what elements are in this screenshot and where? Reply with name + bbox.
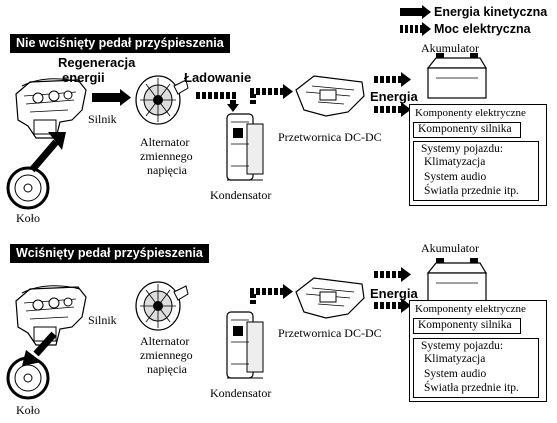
engine-to-alternator-arrow	[92, 89, 131, 106]
alternator-image-bottom	[135, 281, 189, 331]
vehicle-systems-label: Systemy pojazdu:	[421, 143, 504, 155]
engine-image	[15, 78, 87, 139]
converter-image-bottom	[295, 277, 365, 319]
battery-label: Akumulator	[421, 41, 479, 55]
wheel-to-engine-arrow	[29, 132, 66, 173]
legend-kinetic-arrow	[400, 5, 431, 19]
alternator-label-1-bottom: Alternator	[140, 334, 190, 348]
converter-to-battery-arrow	[374, 72, 411, 87]
audio-label: System audio	[424, 171, 487, 183]
components-engine-label: Komponenty silnika	[418, 123, 512, 135]
engine-label: Silnik	[88, 112, 117, 126]
converter-to-components-arrow-bottom	[374, 298, 411, 313]
capacitor-to-converter-arrow-bottom	[250, 284, 293, 304]
legend-electric-label: Moc elektryczna	[434, 22, 531, 36]
bottom-panel-banner: Wciśnięty pedał przyśpieszenia	[10, 244, 209, 263]
energy-label: Energia	[370, 89, 418, 104]
wheel-label-bottom: Koło	[16, 403, 40, 417]
converter-to-battery-arrow-bottom	[374, 267, 411, 282]
converter-label: Przetwornica DC-DC	[278, 130, 382, 144]
wheel-label: Koło	[16, 211, 40, 225]
capacitor-image-bottom	[226, 311, 264, 379]
audio-label-bottom: System audio	[424, 368, 487, 380]
legend-electric-arrow	[400, 22, 431, 36]
alternator-label-3: napięcia	[147, 163, 187, 177]
charging-label: Ładowanie	[184, 70, 252, 85]
battery-image	[427, 52, 487, 99]
legend-kinetic-label: Energia kinetyczna	[434, 5, 548, 19]
alternator-to-capacitor-arrow	[196, 92, 239, 112]
converter-label-bottom: Przetwornica DC-DC	[278, 326, 382, 340]
alternator-image	[135, 75, 189, 125]
headlights-label: Światła przednie itp.	[424, 185, 519, 197]
vehicle-systems-box-bottom: Systemy pojazdu: Klimatyzacja System aud…	[413, 338, 539, 398]
alternator-label-3-bottom: napięcia	[147, 362, 187, 376]
alternator-label-2-bottom: zmiennego	[140, 348, 193, 362]
capacitor-label: Kondensator	[210, 188, 272, 202]
alternator-label-2: zmiennego	[140, 149, 193, 163]
converter-image	[295, 75, 365, 117]
vehicle-systems-label-bottom: Systemy pojazdu:	[421, 340, 504, 352]
top-panel-banner: Nie wciśnięty pedał przyśpieszenia	[10, 34, 230, 53]
converter-to-components-arrow	[374, 102, 411, 117]
capacitor-label-bottom: Kondensator	[210, 386, 272, 400]
engine-components-box: Komponenty silnika	[413, 122, 521, 138]
energy-label-bottom: Energia	[370, 286, 418, 301]
battery-label-bottom: Akumulator	[421, 241, 479, 255]
headlights-label-bottom: Światła przednie itp.	[424, 382, 519, 394]
regeneration-label-1: Regeneracja	[58, 55, 136, 70]
engine-label-bottom: Silnik	[88, 313, 117, 327]
regeneration-label-2: energii	[62, 70, 105, 85]
battery-image-bottom	[427, 257, 487, 304]
capacitor-to-converter-arrow	[250, 84, 293, 104]
air-conditioning-label: Klimatyzacja	[424, 156, 486, 168]
capacitor-image	[226, 113, 264, 181]
engine-components-box-bottom: Komponenty silnika	[413, 318, 521, 334]
components-electrical-label-bottom: Komponenty elektryczne	[415, 303, 526, 315]
components-engine-label-bottom: Komponenty silnika	[418, 319, 512, 331]
vehicle-systems-box: Systemy pojazdu: Klimatyzacja System aud…	[413, 141, 539, 201]
air-conditioning-label-bottom: Klimatyzacja	[424, 353, 486, 365]
engine-to-wheel-arrow	[22, 331, 57, 366]
alternator-label-1: Alternator	[140, 135, 190, 149]
components-electrical-label: Komponenty elektryczne	[415, 107, 526, 119]
wheel-image	[6, 166, 50, 210]
